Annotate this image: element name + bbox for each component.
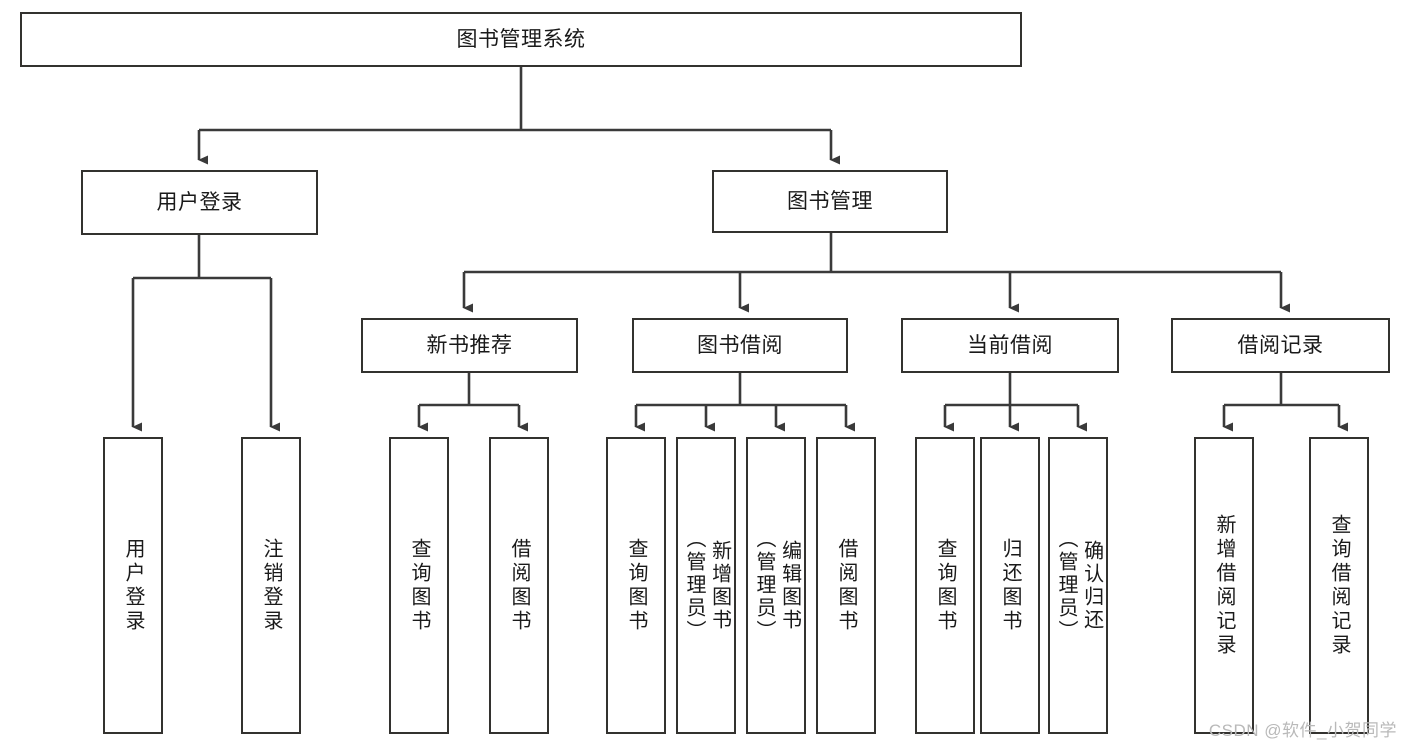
node-new-book-recommend[interactable]: 新书推荐 [361,318,578,373]
node-leaf-logout[interactable]: 注销登录 [241,437,301,734]
node-leaf-logout-label: 注销登录 [260,537,282,634]
node-user-login-label: 用户登录 [156,190,243,214]
node-leaf-edit-book-label: 编辑图书 （管理员） [753,528,801,643]
node-leaf-confirm-return[interactable]: 确认归还 （管理员） [1048,437,1108,734]
node-leaf-return-book-label: 归还图书 [999,537,1021,634]
node-leaf-user-login[interactable]: 用户登录 [103,437,163,734]
node-book-borrow[interactable]: 图书借阅 [632,318,848,373]
node-leaf-query-record-label: 查询借阅记录 [1328,513,1350,658]
node-leaf-query-record[interactable]: 查询借阅记录 [1309,437,1369,734]
node-current-borrow-label: 当前借阅 [967,333,1053,357]
node-borrow-record-label: 借阅记录 [1237,333,1324,357]
node-current-borrow[interactable]: 当前借阅 [901,318,1119,373]
node-leaf-query-book-2[interactable]: 查询图书 [606,437,666,734]
node-leaf-borrow-book-1[interactable]: 借阅图书 [489,437,549,734]
node-leaf-user-login-label: 用户登录 [122,537,144,634]
watermark-text: CSDN @软件_小贺同学 [1208,721,1397,740]
node-user-login[interactable]: 用户登录 [81,170,318,235]
node-leaf-borrow-book-2-label: 借阅图书 [835,537,857,634]
node-leaf-query-book-3[interactable]: 查询图书 [915,437,975,734]
node-leaf-add-record[interactable]: 新增借阅记录 [1194,437,1254,734]
node-leaf-confirm-return-label: 确认归还 （管理员） [1055,528,1103,643]
node-book-management[interactable]: 图书管理 [712,170,948,233]
node-leaf-return-book[interactable]: 归还图书 [980,437,1040,734]
node-leaf-query-book-1[interactable]: 查询图书 [389,437,449,734]
node-book-management-label: 图书管理 [787,189,873,213]
node-book-borrow-label: 图书借阅 [697,333,783,357]
node-borrow-record[interactable]: 借阅记录 [1171,318,1390,373]
node-leaf-borrow-book-2[interactable]: 借阅图书 [816,437,876,734]
node-leaf-edit-book[interactable]: 编辑图书 （管理员） [746,437,806,734]
node-leaf-borrow-book-1-label: 借阅图书 [508,537,530,634]
node-root[interactable]: 图书管理系统 [20,12,1022,67]
node-leaf-query-book-1-label: 查询图书 [408,537,430,634]
node-root-label: 图书管理系统 [456,27,586,51]
node-leaf-add-book-label: 新增图书 （管理员） [683,528,731,643]
node-leaf-add-record-label: 新增借阅记录 [1213,513,1235,658]
node-new-book-recommend-label: 新书推荐 [426,333,513,357]
node-leaf-add-book[interactable]: 新增图书 （管理员） [676,437,736,734]
node-leaf-query-book-2-label: 查询图书 [625,537,647,634]
node-leaf-query-book-3-label: 查询图书 [934,537,956,634]
